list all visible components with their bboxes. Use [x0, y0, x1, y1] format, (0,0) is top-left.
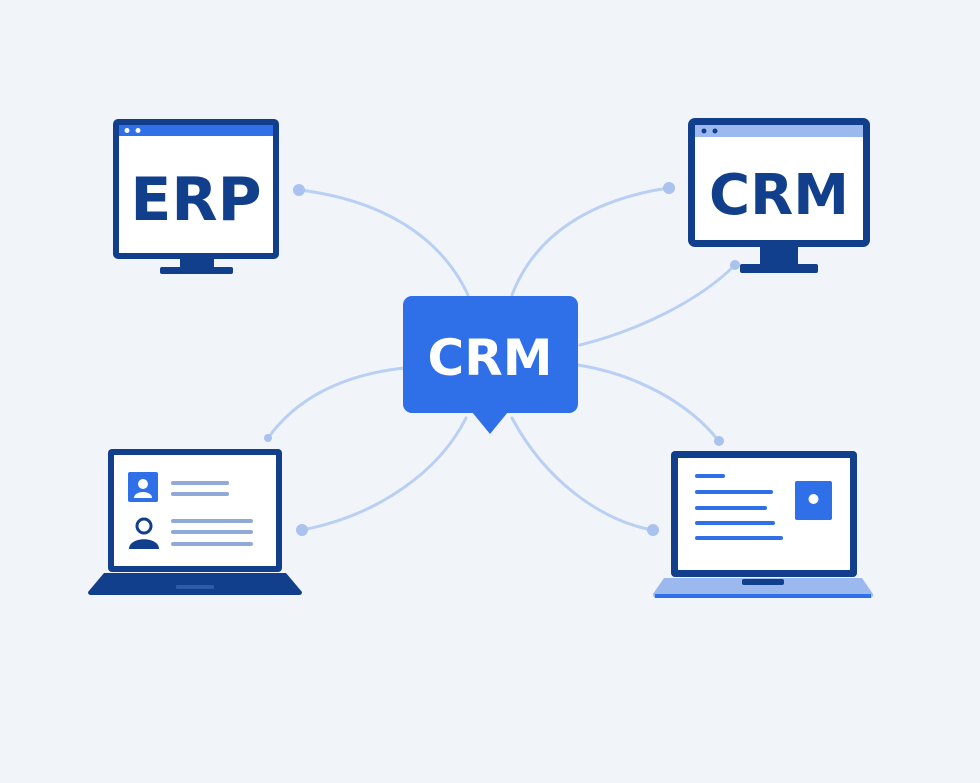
profile-laptop-trackpad	[742, 579, 784, 585]
profile-laptop-base-shadow	[655, 594, 871, 598]
connectors	[266, 186, 737, 532]
dot-right-upper	[714, 436, 724, 446]
contact-line	[171, 530, 253, 534]
contacts-laptop	[88, 449, 302, 595]
connector-right-upper	[576, 363, 720, 442]
connector-right-lower	[510, 416, 654, 532]
profile-laptop-base	[653, 578, 873, 598]
connector-left-lower	[300, 416, 468, 532]
crm-monitor-titlebar	[695, 125, 863, 137]
erp-window-dot-icon	[124, 128, 130, 133]
profile-line	[695, 521, 775, 525]
erp-monitor-label: ERP	[130, 165, 261, 235]
dot-crm-top	[663, 182, 675, 194]
erp-monitor-titlebar	[119, 125, 273, 136]
connector-crm-top	[510, 186, 670, 297]
crm-monitor-neck	[760, 247, 798, 265]
crm-monitor-label: CRM	[709, 163, 849, 228]
crm-hub-label: CRM	[428, 329, 553, 387]
crm-window-dot-icon	[701, 128, 707, 134]
speech-bubble-icon	[472, 412, 508, 434]
connector-dots	[264, 182, 740, 536]
dot-crm-lower	[730, 260, 740, 270]
profile-photo-dot	[808, 494, 819, 504]
dot-left-upper	[264, 434, 272, 442]
crm-monitor-stand	[740, 264, 818, 273]
connector-erp	[298, 188, 470, 297]
user-silhouette-icon	[135, 517, 153, 535]
contact-line	[171, 481, 229, 485]
contact-line	[171, 492, 229, 496]
profile-line	[695, 506, 767, 510]
erp-monitor-stand	[160, 267, 233, 274]
contact-line	[171, 519, 253, 523]
dot-left-lower	[296, 524, 308, 536]
user-silhouette-body	[129, 539, 159, 549]
contact-line	[171, 542, 253, 546]
profile-laptop	[653, 451, 873, 598]
erp-monitor-screen	[119, 136, 273, 253]
connector-left-upper	[266, 366, 406, 440]
dot-right-lower	[647, 524, 659, 536]
crm-hub: CRM	[403, 296, 578, 434]
crm-monitor: CRM	[688, 118, 870, 273]
erp-window-dot-icon	[135, 128, 141, 133]
profile-line	[695, 490, 773, 494]
contact-avatar-head	[138, 479, 148, 489]
profile-line	[695, 474, 725, 478]
contact-avatar-body	[134, 492, 152, 498]
dot-erp	[293, 184, 305, 196]
contacts-laptop-screen	[114, 455, 276, 566]
connector-crm-lower	[578, 263, 737, 347]
erp-monitor: ERP	[113, 119, 279, 274]
erp-monitor-neck	[180, 259, 214, 268]
contacts-laptop-trackpad	[176, 585, 214, 589]
contacts-laptop-base	[88, 573, 302, 595]
crm-hub-bubble	[403, 296, 578, 413]
crm-monitor-screen	[695, 137, 863, 240]
profile-line	[695, 536, 783, 540]
crm-window-dot-icon	[712, 128, 718, 134]
